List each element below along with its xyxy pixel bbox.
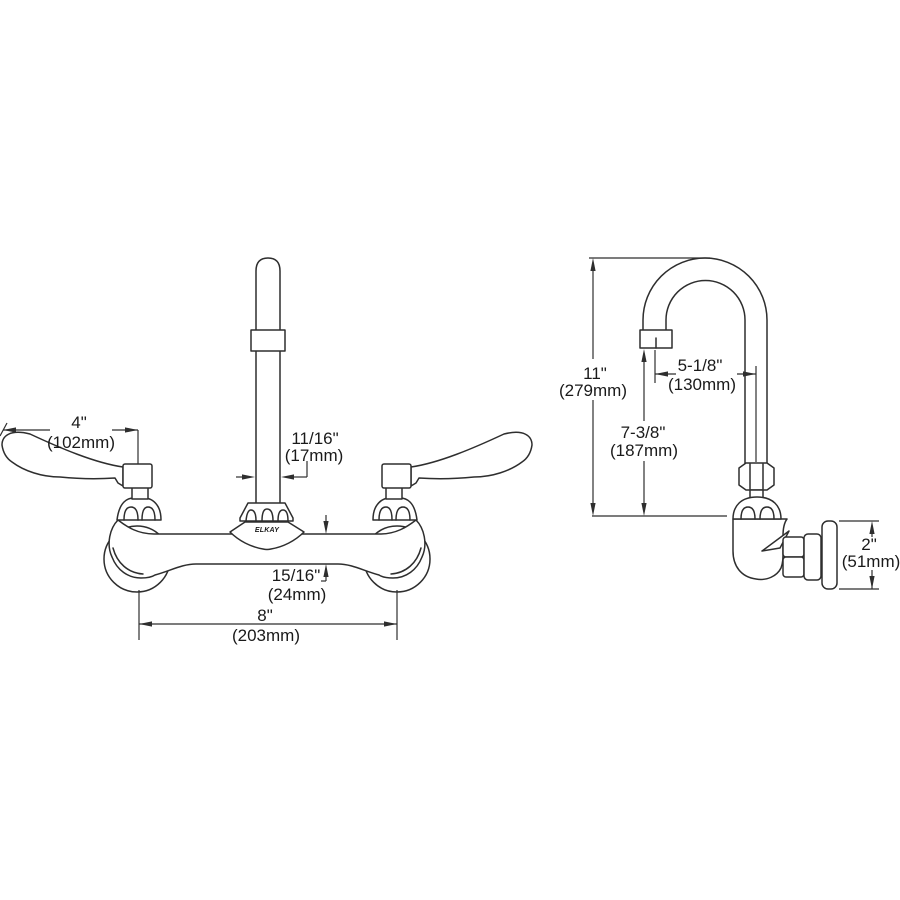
body-thickness-mm-label: (24mm) — [268, 585, 327, 604]
dim-flange-size: 2" (51mm) — [839, 520, 900, 590]
right-valve-contour — [390, 547, 422, 575]
outlet-height-in-label: 7-3/8" — [621, 423, 666, 442]
body-thickness-in-label: 15/16" — [272, 566, 321, 585]
front-view-drawing: ELKAY 4" (102mm) — [0, 257, 533, 645]
flange-size-mm-label: (51mm) — [842, 552, 900, 571]
dim-outlet-height: 7-3/8" (187mm) — [610, 349, 678, 516]
centers-spread-in-label: 8" — [257, 606, 273, 625]
gooseneck-inner — [665, 279, 746, 465]
left-bonnet-arch — [141, 506, 156, 521]
side-valve-bonnet — [732, 496, 782, 520]
right-bonnet-arch — [395, 506, 411, 521]
mounting-hex-nut-lower — [782, 556, 805, 578]
dim-body-thickness: 15/16" (24mm) — [268, 515, 329, 604]
centers-spread-mm-label: (203mm) — [232, 626, 300, 645]
elbow-body — [732, 518, 788, 581]
spout-reach-in-label: 5-1/8" — [678, 356, 723, 375]
brand-label: ELKAY — [255, 527, 280, 534]
left-handle-blade — [1, 431, 124, 487]
left-valve-contour — [112, 547, 144, 575]
right-handle-hub — [381, 463, 412, 489]
left-handle-hub — [122, 463, 153, 489]
spout-coupling-nut — [250, 329, 286, 352]
spout-reach-mm-label: (130mm) — [668, 375, 736, 394]
dim-handle-length: 4" (102mm) — [0, 413, 139, 464]
flange-size-in-label: 2" — [861, 535, 877, 554]
spout-lower-tube — [255, 349, 281, 506]
dim-overall-height: 11" (279mm) — [559, 257, 710, 516]
handle-length-mm-label: (102mm) — [47, 433, 115, 452]
overall-height-mm-label: (279mm) — [559, 381, 627, 400]
side-coupling-nut — [738, 462, 775, 491]
center-escutcheon — [229, 521, 305, 551]
side-wall-flange — [821, 520, 838, 590]
mounting-washer — [803, 533, 822, 581]
handle-length-in-label: 4" — [71, 413, 87, 432]
right-bonnet-arch — [378, 506, 393, 521]
base-nut-scallop — [277, 509, 289, 522]
base-nut-scallop — [261, 508, 274, 522]
dim-spout-diameter: 11/16" (17mm) — [236, 429, 343, 480]
mounting-hex-nut-upper — [782, 536, 805, 558]
side-view-drawing: 11" (279mm) 7-3/8" (187mm) 5-1/8" (130mm… — [559, 257, 900, 590]
spout-base-nut — [239, 502, 294, 522]
dim-centers-spread: 8" (203mm) — [138, 590, 398, 645]
base-nut-scallop — [245, 509, 257, 522]
overall-height-in-label: 11" — [583, 364, 607, 383]
right-handle-blade — [410, 431, 533, 487]
spout-diameter-in-label: 11/16" — [291, 429, 338, 448]
spout-diameter-mm-label: (17mm) — [285, 446, 344, 465]
spout-upper-tube — [255, 257, 281, 332]
dim-spout-reach: 5-1/8" (130mm) — [654, 350, 757, 462]
side-bonnet-arch — [759, 506, 775, 520]
side-bonnet-arch — [740, 506, 756, 520]
outlet-height-mm-label: (187mm) — [610, 441, 678, 460]
left-bonnet-arch — [123, 506, 139, 521]
